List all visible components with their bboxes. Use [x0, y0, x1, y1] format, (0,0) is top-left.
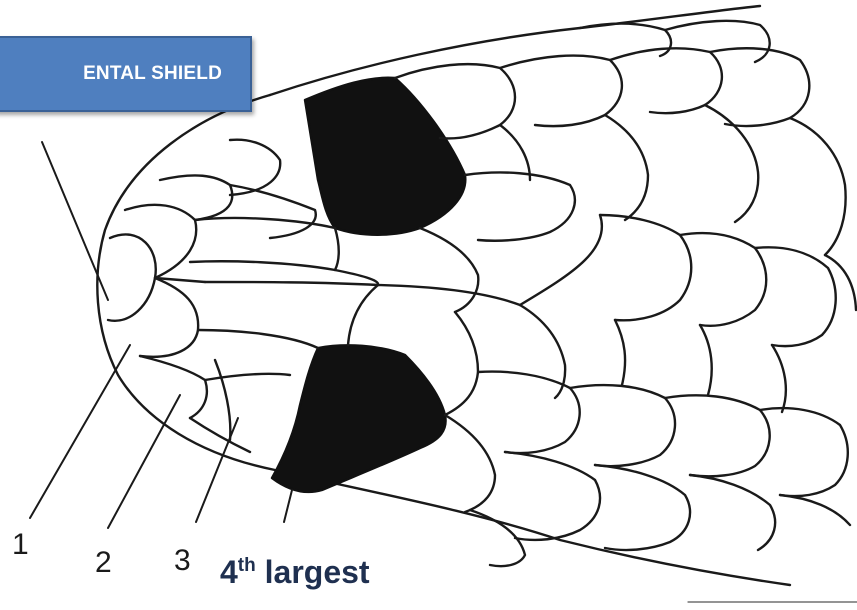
lower-scale-6 [470, 510, 525, 566]
mid-row-5 [348, 285, 378, 345]
upper-scale-5 [665, 21, 770, 62]
lower-scale-1 [445, 415, 495, 512]
label-4-suffix: th [238, 555, 256, 576]
enlarged-upper-shield [305, 78, 465, 235]
right-scale-7 [665, 395, 770, 476]
upper-scale-3 [610, 48, 722, 113]
mid-row-4 [198, 330, 318, 348]
label-4-number: 4 [220, 554, 238, 590]
right-scale-11 [772, 345, 786, 412]
right-scale-8 [760, 408, 848, 496]
front-scale-row-upper [125, 205, 196, 278]
upper-labial-row [160, 175, 232, 220]
lower-labial-2 [205, 374, 290, 380]
mid-scale-a [335, 228, 339, 270]
lower-scale-3 [595, 465, 690, 550]
lower-scale-5 [780, 495, 850, 525]
lower-scale-4 [690, 475, 775, 550]
rostral-scale [108, 234, 156, 320]
mental-shield-title: ENTAL SHIELD [83, 63, 222, 85]
right-scale-10 [700, 325, 712, 395]
label-4th-largest: 4th largest [220, 556, 370, 588]
upper-scale-9 [705, 105, 758, 222]
right-scale-9 [615, 320, 625, 385]
pointer-4 [284, 490, 292, 522]
right-scale-6 [570, 385, 675, 466]
right-scale-1 [600, 215, 691, 320]
upper-scale-10 [790, 118, 846, 255]
enlarged-lower-shield [272, 345, 446, 492]
upper-scale-4 [580, 24, 671, 56]
head-top-edge [270, 6, 760, 95]
label-4-text: largest [256, 554, 370, 590]
right-scale-4 [825, 255, 856, 310]
label-1: 1 [12, 530, 29, 560]
label-3: 3 [174, 546, 191, 576]
lower-labial-3 [190, 418, 250, 452]
lower-labial-4 [215, 360, 230, 440]
front-scale-row-lower [140, 278, 198, 357]
mid-scale-d [520, 215, 602, 305]
pointer-2 [108, 395, 180, 528]
upper-scale-2 [500, 56, 622, 127]
mid-scale-b [420, 228, 478, 312]
right-scale-2 [680, 233, 766, 326]
mental-shield-title-box: ENTAL SHIELD [0, 36, 252, 112]
pointer-1 [30, 345, 130, 518]
mid-scale-c [465, 172, 575, 240]
label-2: 2 [95, 548, 112, 578]
pointer-shield [42, 142, 108, 300]
upper-scale-8 [605, 115, 648, 220]
right-scale-3 [755, 247, 836, 346]
mid-scale-e [445, 312, 478, 415]
